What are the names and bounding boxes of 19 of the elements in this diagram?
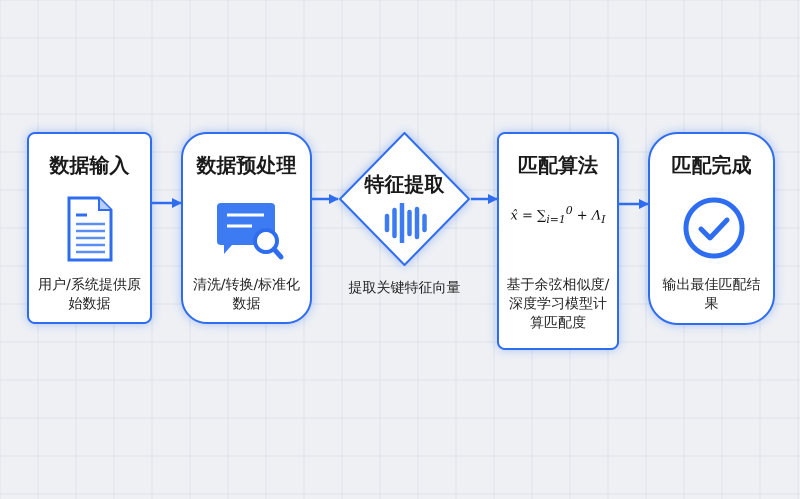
node-title: 匹配算法 [517, 152, 599, 179]
node-description: 清洗/转换/标准化数据 [192, 276, 302, 314]
node-description: 用户/系统提供原始数据 [37, 276, 142, 314]
node-title: 数据预处理 [195, 152, 298, 179]
process-box [27, 132, 152, 324]
node-title: 特征提取 [363, 171, 446, 198]
node-caption: 提取关键特征向量 [348, 279, 462, 298]
process-box [648, 132, 775, 325]
arrow [152, 198, 182, 208]
arrow [312, 194, 339, 204]
formula: x̂ = ∑$_{i=1}$$^{0}$ + Λ$_{I}$ [510, 204, 607, 226]
arrow [471, 194, 498, 204]
node-title: 匹配完成 [670, 152, 752, 179]
node-description: 基于余弦相似度/深度学习模型计算匹配度 [506, 276, 610, 333]
arrow [619, 199, 649, 209]
process-box [497, 132, 619, 350]
node-title: 数据输入 [48, 152, 130, 179]
process-box [181, 132, 312, 324]
node-description: 输出最佳匹配结果 [662, 276, 762, 314]
